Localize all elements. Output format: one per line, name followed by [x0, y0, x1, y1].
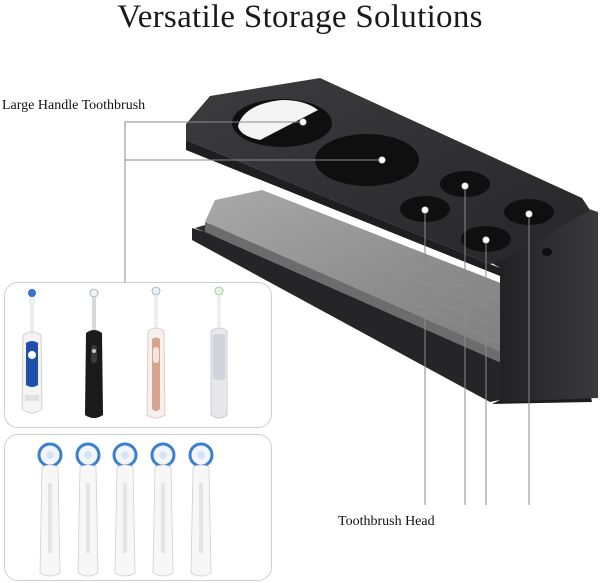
toothbrush-head-icon: [112, 442, 138, 577]
toothbrush-panel: [4, 282, 272, 428]
page-title: Versatile Storage Solutions: [117, 0, 483, 35]
electric-toothbrush-icon: [85, 288, 103, 418]
foam-pad: [205, 190, 575, 362]
toothbrush-holder-icon: [186, 78, 598, 404]
toothbrush-head-icon: [188, 442, 214, 577]
electric-toothbrush-icon: [210, 286, 228, 419]
toothbrush-head-icon: [150, 442, 176, 577]
electric-toothbrush-icon: [21, 289, 43, 414]
label-large-handle: Large Handle Toothbrush: [2, 98, 146, 113]
label-toothbrush-head: Toothbrush Head: [338, 514, 435, 529]
callout-lines: [124, 121, 530, 505]
toothbrush-head-icon: [37, 442, 63, 577]
electric-toothbrush-icon: [146, 286, 166, 419]
toothbrush-head-icon: [75, 442, 101, 577]
toothbrush-head-panel: [4, 434, 272, 581]
